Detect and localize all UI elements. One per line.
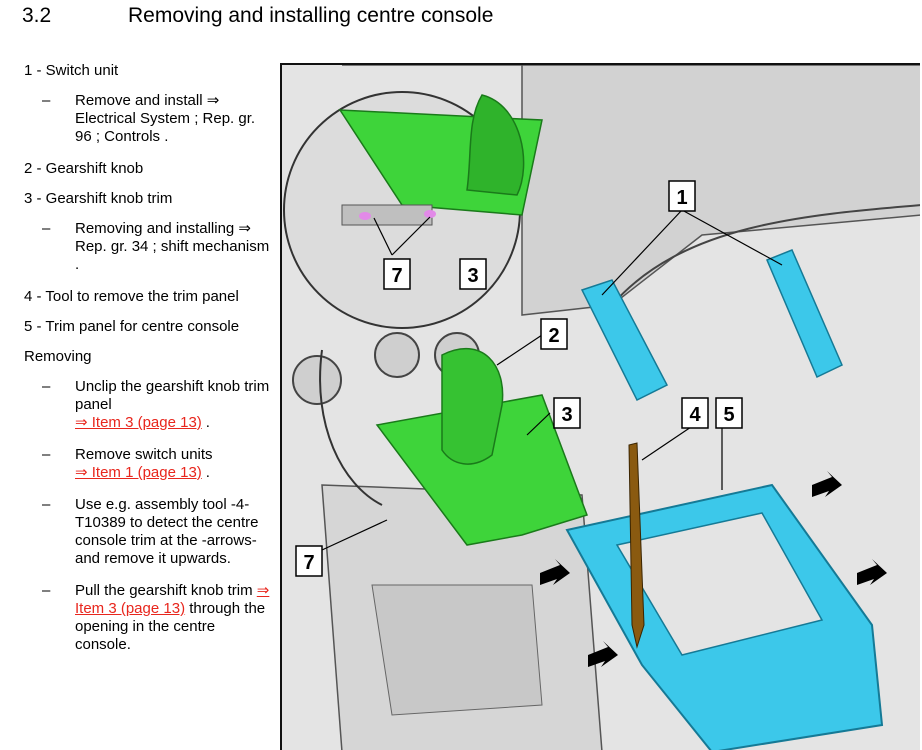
arrow-icon [857,559,887,585]
dash: – [42,92,51,109]
callout-3: 3 [553,397,581,429]
step-text: Unclip the gearshift knob trim panel [75,378,270,413]
step-text: Use e.g. assembly tool -4- T10389 to det… [75,496,259,567]
callout-1: 1 [668,180,696,212]
dash: – [42,496,51,513]
callout-3-text: 3 [561,404,572,426]
gearshift-knob-trim [375,394,588,546]
list-item: 4 - Tool to remove the trim panel [24,288,239,305]
dashboard-shape [342,65,920,316]
step: – Remove switch units ⇒ Item 1 (page 13)… [24,446,274,482]
step-text: Pull the gearshift knob trim [75,582,253,599]
trim-panel-opening [615,512,824,656]
arrow-icon [812,471,842,497]
step: – Unclip the gearshift knob trim panel ⇒… [24,378,274,432]
callout-4-text: 4 [689,404,701,426]
dashboard-edge [611,204,920,306]
dash: – [42,378,51,395]
sub-item-text: Removing and installing ⇒ Rep. gr. 34 ; … [75,220,270,273]
callout-5: 5 [715,397,743,429]
dash: – [42,582,51,599]
list-item: 3 - Gearshift knob trim [24,190,173,207]
step-text: Remove switch units [75,446,213,463]
sub-item: – Remove and install ⇒ Electrical System… [24,92,274,146]
removing-heading: Removing [24,348,92,365]
dash: – [42,446,51,463]
sub-item: – Removing and installing ⇒ Rep. gr. 34 … [24,220,274,274]
step-tail: . [205,414,210,431]
callout-7-detail: 7 [383,258,411,290]
callout-3b-text: 3 [467,265,478,287]
callout-5-text: 5 [723,404,734,426]
sub-item-text: Remove and install ⇒ Electrical System ;… [75,92,256,145]
list-item: 5 - Trim panel for centre console [24,318,240,335]
callout-7b-text: 7 [303,552,314,574]
exploded-view-figure: 1 2 3 4 5 7 3 7 [280,63,920,750]
callout-7-lower: 7 [295,545,323,577]
leader-lines [321,209,783,551]
section-number: 3.2 [22,4,52,27]
arrow-icon [588,641,618,667]
list-item: 2 - Gearshift knob [24,160,144,177]
step: – Use e.g. assembly tool -4- T10389 to d… [24,496,274,568]
arrow-icon [540,559,570,585]
text-column: 1 - Switch unit – Remove and install ⇒ E… [24,62,274,668]
switch-unit-left [580,279,669,402]
callout-4: 4 [681,397,709,429]
console-tray [371,584,543,716]
item-link[interactable]: ⇒ Item 1 (page 13) [75,464,202,481]
dash: – [42,220,51,237]
step-text-after: through the opening in the centre consol… [75,600,266,653]
callout-2-text: 2 [548,325,559,347]
list-item: 1 - Switch unit [24,62,119,79]
assembly-tool [628,442,645,649]
item-link[interactable]: ⇒ Item 3 (page 13) [75,582,270,617]
callout-3-detail: 3 [459,258,487,290]
console-illustration: 1 2 3 4 5 7 3 7 [282,65,920,750]
step: – Pull the gearshift knob trim ⇒ Item 3 … [24,582,274,654]
gearshift-knob [441,348,504,465]
step-tail: . [205,464,210,481]
callout-2: 2 [540,318,568,350]
callout-7a-text: 7 [391,265,402,287]
item-link[interactable]: ⇒ Item 3 (page 13) [75,414,202,431]
callout-1-text: 1 [676,187,687,209]
section-title: Removing and installing centre console [128,4,494,27]
switch-unit-right [766,249,843,379]
